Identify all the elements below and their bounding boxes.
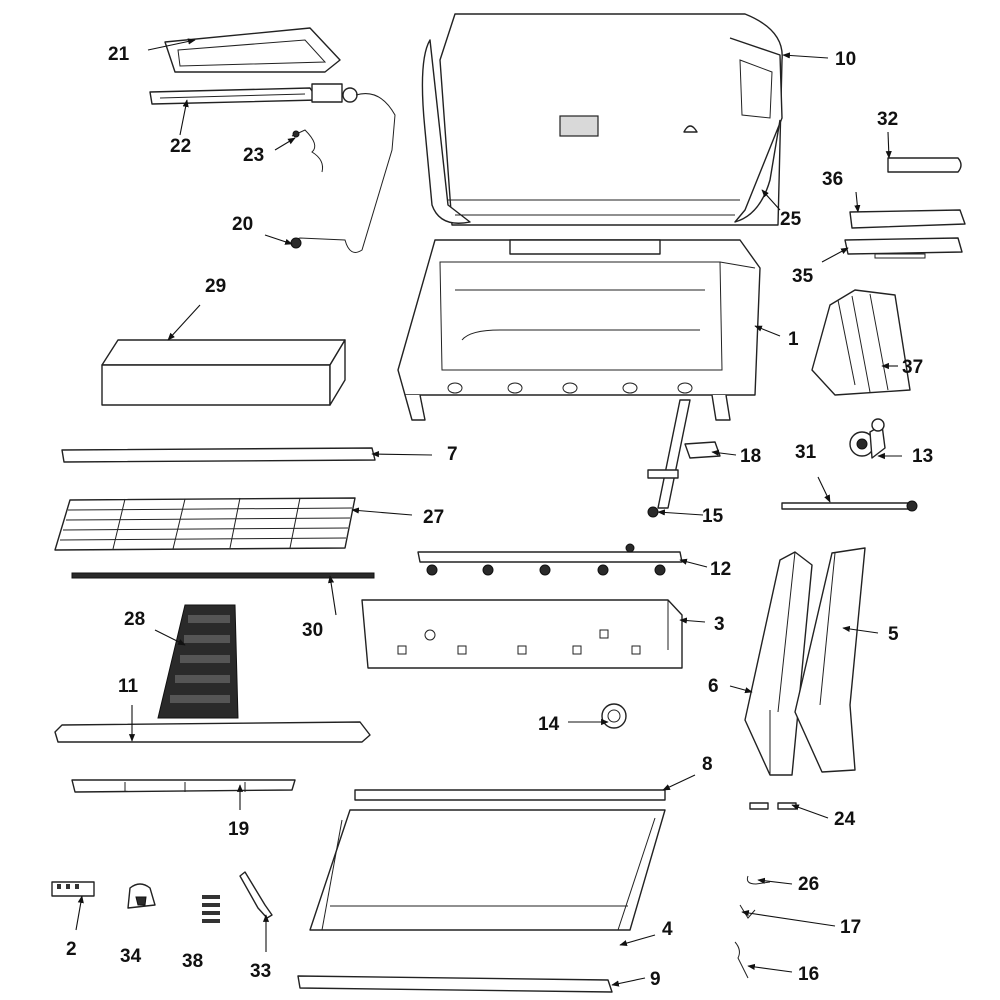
callout-24: 24 [834,809,856,830]
callout-27: 27 [423,507,444,528]
callout-33: 33 [250,961,271,982]
callout-5: 5 [888,624,899,645]
callout-19: 19 [228,819,249,840]
part-28-cooking-grate [157,604,239,719]
part-5-leg [794,547,866,773]
callout-13: 13 [912,446,933,467]
part-21-bracket [164,27,341,73]
part-10-lid [421,13,783,226]
part-17-clip [739,904,756,919]
part-24-bolts [749,802,797,810]
callout-37: 37 [902,357,923,378]
callout-9: 9 [650,969,661,990]
part-31-hose [781,500,918,512]
callout-22: 22 [170,136,191,157]
part-13-regulator [849,418,886,459]
part-27-warming-rack [54,497,356,551]
part-16-wire [734,941,749,979]
callout-1: 1 [788,329,799,350]
part-37-flame-tamer [811,289,911,396]
callout-2: 2 [66,939,77,960]
callout-26: 26 [798,874,819,895]
callout-7: 7 [447,444,458,465]
callout-30: 30 [302,620,323,641]
leader-lines [75,38,902,987]
part-12-manifold [417,543,683,576]
callout-16: 16 [798,964,819,985]
part-15-tube [647,399,691,518]
part-33-bracket [239,871,273,919]
part-32-tube [887,157,962,173]
callout-6: 6 [708,676,719,697]
part-34-knob [127,883,156,909]
callout-28: 28 [124,609,145,630]
callout-35: 35 [792,266,814,287]
callout-21: 21 [108,44,130,65]
part-14-knob [601,703,627,729]
callout-4: 4 [662,919,673,940]
callout-18: 18 [740,446,761,467]
part-19-bracket [71,779,296,793]
part-30-spit-rod [71,572,375,579]
callout-14: 14 [538,714,560,735]
part-35-heat-plate [844,237,963,259]
part-9-rail [297,975,613,993]
callout-25: 25 [780,209,802,230]
callout-3: 3 [714,614,725,635]
part-2-ignitor [51,881,95,897]
callout-labels: 21 22 23 20 10 25 32 36 35 1 37 29 7 27 … [66,44,933,990]
callout-38: 38 [182,951,203,972]
callout-34: 34 [120,946,142,967]
part-7-rod [61,447,376,463]
callout-17: 17 [840,917,861,938]
part-18-plate [684,441,721,459]
callout-36: 36 [822,169,843,190]
part-8-bottom-shelf [309,789,666,931]
callout-32: 32 [877,109,898,130]
callout-10: 10 [835,49,856,70]
part-23-igniter [291,129,323,173]
callout-20: 20 [232,214,253,235]
callout-29: 29 [205,276,226,297]
part-1-firebox [397,239,761,421]
part-20-wire [290,93,396,253]
part-22-burner-bar [149,83,358,105]
part-11-bar [54,721,371,743]
callout-8: 8 [702,754,713,775]
part-36-heat-plate [849,209,966,229]
callout-15: 15 [702,506,724,527]
callout-11: 11 [118,676,139,697]
callout-12: 12 [710,559,731,580]
part-29-box [101,339,346,406]
part-6-leg [744,551,813,776]
callout-23: 23 [243,145,264,166]
part-38-screws [202,895,220,923]
callout-31: 31 [795,442,817,463]
part-3-control-panel [361,599,683,669]
part-26-clip [746,875,771,885]
